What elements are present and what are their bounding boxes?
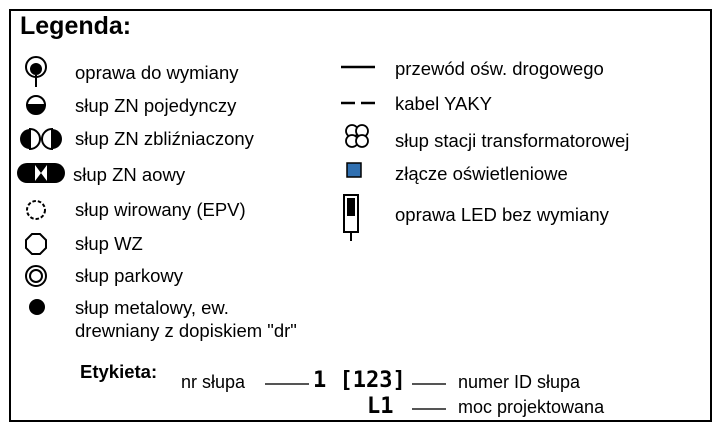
dashed-line-icon xyxy=(341,101,375,105)
legend-item-label: słup ZN aowy xyxy=(73,164,186,185)
blue-square-icon xyxy=(346,162,362,178)
legend-item-label: kabel YAKY xyxy=(395,93,493,114)
legend-item-label: oprawa LED bez wymiany xyxy=(395,204,609,225)
legend-frame xyxy=(9,9,712,422)
octagon-icon xyxy=(25,233,47,255)
legend-item-label: drewniany z dopiskiem "dr" xyxy=(75,320,297,341)
label-example-line1: 1 [123] xyxy=(313,368,406,393)
legend-item-label: słup wirowany (EPV) xyxy=(75,199,246,220)
filled-circle-icon xyxy=(29,299,45,315)
legend-item-label: słup stacji transformatorowej xyxy=(395,130,630,151)
leader-line xyxy=(412,383,446,385)
legend-item-label: słup WZ xyxy=(75,233,143,254)
dashed-circle-icon xyxy=(26,200,46,220)
legend-item-label: przewód ośw. drogowego xyxy=(395,58,604,79)
legend-item-label: słup metalowy, ew. xyxy=(75,297,229,318)
leader-line xyxy=(265,383,309,385)
label-example-line2: L1 xyxy=(367,394,394,419)
pole-id-caption: numer ID słupa xyxy=(458,372,581,392)
legend-item-label: słup ZN pojedynczy xyxy=(75,95,237,116)
transformer-pole-icon xyxy=(345,124,369,148)
legend-item-label: słup ZN zbliźniaczony xyxy=(75,128,254,149)
legend-item-label: złącze oświetleniowe xyxy=(395,163,568,184)
solid-line-icon xyxy=(341,65,375,69)
twin-half-circles-icon xyxy=(20,127,62,151)
half-filled-circle-icon xyxy=(25,95,47,115)
legend-title: Legenda: xyxy=(20,12,132,40)
led-luminaire-icon xyxy=(343,194,359,241)
double-circle-icon xyxy=(25,265,47,287)
pole-number-caption: nr słupa xyxy=(181,372,246,392)
a-frame-pole-icon xyxy=(17,163,65,183)
label-example-heading: Etykieta: xyxy=(80,361,158,382)
design-power-caption: moc projektowana xyxy=(458,397,605,417)
legend-item-label: słup parkowy xyxy=(75,265,183,286)
luminaire-replace-icon xyxy=(25,56,47,87)
leader-line xyxy=(412,408,446,410)
legend-item-label: oprawa do wymiany xyxy=(75,62,239,83)
